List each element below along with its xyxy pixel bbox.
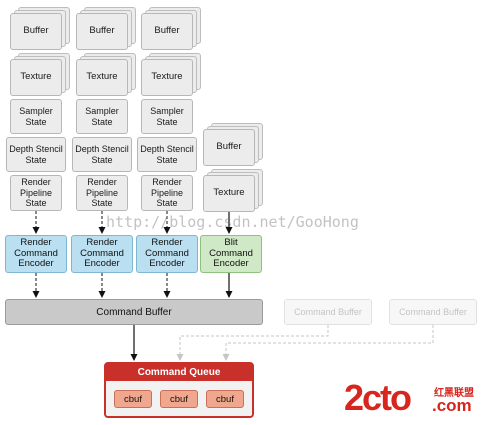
texture-2: Texture (76, 59, 128, 96)
blit-buffer: Buffer (203, 129, 255, 166)
texture-3: Texture (141, 59, 193, 96)
render-command-encoder-2: Render Command Encoder (71, 235, 133, 273)
render-command-encoder-1: Render Command Encoder (5, 235, 67, 273)
brand-com: .com (432, 396, 472, 415)
faded-command-buffer-2: Command Buffer (389, 299, 477, 325)
depth-stencil-state-2: Depth Stencil State (72, 137, 132, 172)
render-pipeline-state-1: Render Pipeline State (10, 175, 62, 211)
brand-cn: 红黑联盟 (434, 388, 474, 399)
sampler-state-1: Sampler State (10, 99, 62, 134)
command-queue: Command Queue cbuf cbuf cbuf (104, 362, 254, 418)
render-command-encoder-3: Render Command Encoder (136, 235, 198, 273)
sampler-state-2: Sampler State (76, 99, 128, 134)
render-pipeline-state-3: Render Pipeline State (141, 175, 193, 211)
brand-main: 2cto (344, 377, 412, 418)
blit-texture: Texture (203, 175, 255, 212)
texture-1: Texture (10, 59, 62, 96)
command-queue-title: Command Queue (106, 364, 252, 381)
brand-logo: 2cto 红黑联盟 .com (344, 376, 478, 420)
arrow-faded-buffer-2-to-queue (222, 325, 434, 361)
faded-command-buffer-1: Command Buffer (284, 299, 372, 325)
buffer-2: Buffer (76, 13, 128, 50)
command-buffer: Command Buffer (5, 299, 263, 325)
cbuf-2: cbuf (160, 390, 198, 408)
cbuf-1: cbuf (114, 390, 152, 408)
cbuf-3: cbuf (206, 390, 244, 408)
arrow-faded-buffer-1-to-queue (176, 325, 329, 361)
depth-stencil-state-3: Depth Stencil State (137, 137, 197, 172)
blit-command-encoder: Blit Command Encoder (200, 235, 262, 273)
render-pipeline-state-2: Render Pipeline State (76, 175, 128, 211)
buffer-1: Buffer (10, 13, 62, 50)
sampler-state-3: Sampler State (141, 99, 193, 134)
depth-stencil-state-1: Depth Stencil State (6, 137, 66, 172)
buffer-3: Buffer (141, 13, 193, 50)
watermark-url: http://blog.csdn.net/GooHong (106, 213, 359, 231)
